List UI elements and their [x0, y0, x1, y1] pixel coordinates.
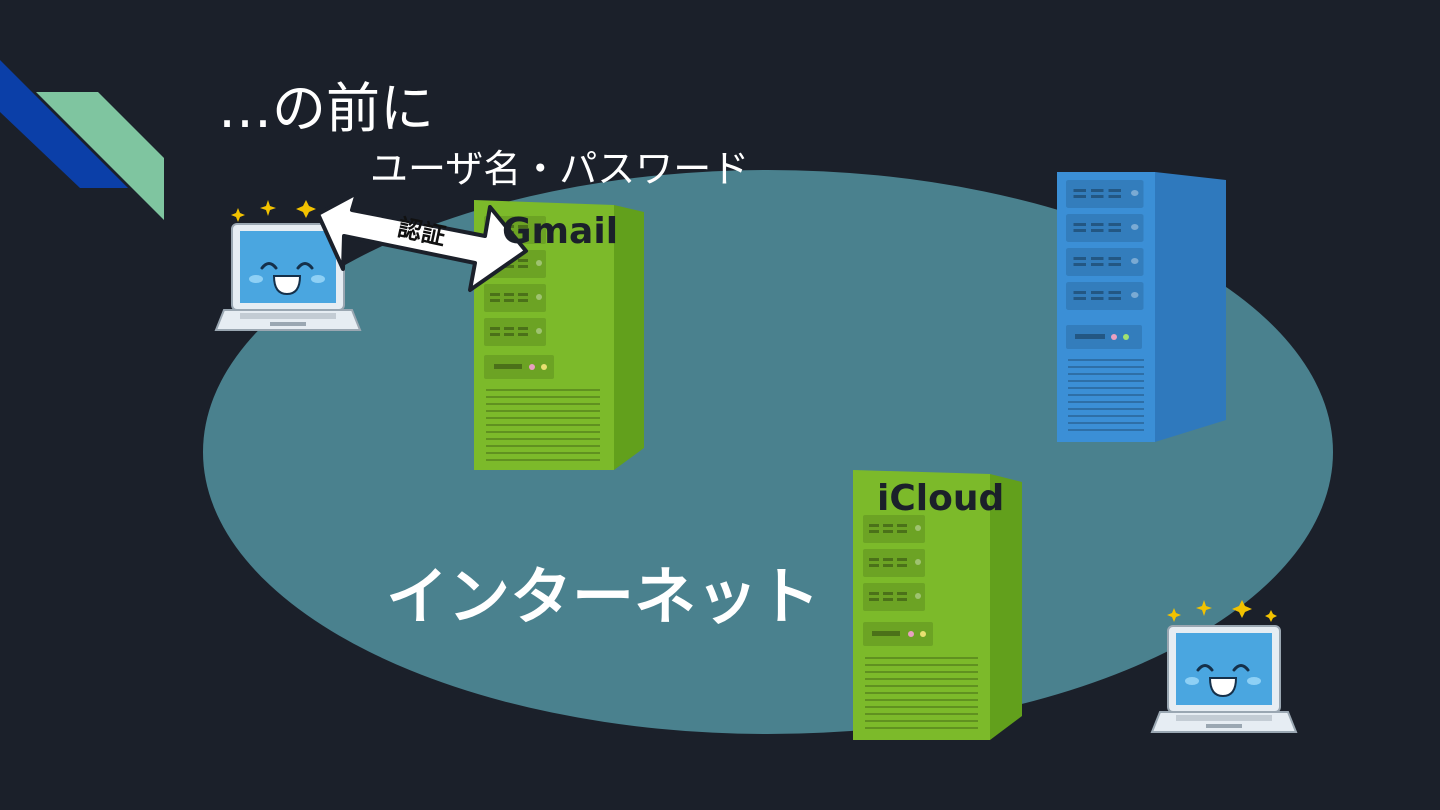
- accent-blue-shape: [0, 60, 128, 188]
- gmail-label: Gmail: [502, 211, 619, 252]
- sparkle-icon-left: [231, 200, 316, 222]
- credentials-label: ユーザ名・パスワード: [370, 147, 750, 191]
- laptop-icon-right: [1150, 625, 1298, 733]
- blue-server-icon: [1057, 172, 1226, 442]
- slide-title: …の前に: [218, 77, 434, 140]
- auth-double-arrow-icon: 認証: [316, 191, 528, 292]
- accent-green-shape: [36, 92, 164, 220]
- icloud-server-icon: [853, 470, 1022, 740]
- internet-label: インターネット: [386, 560, 821, 633]
- icloud-label: iCloud: [877, 478, 1005, 519]
- laptop-icon-left: [214, 223, 362, 331]
- gmail-server-icon: [474, 200, 644, 470]
- sparkle-icon-right: [1167, 600, 1277, 622]
